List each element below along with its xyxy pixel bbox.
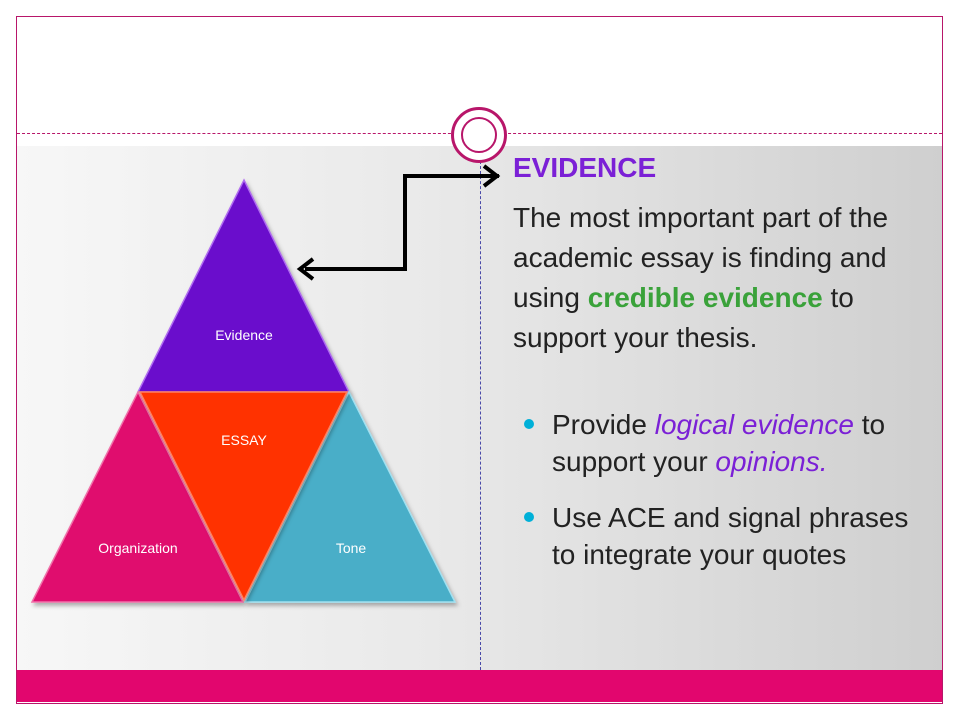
essay-triangle — [138, 391, 349, 602]
organization-triangle — [30, 390, 245, 603]
arrowhead-left-icon — [296, 257, 315, 281]
list-item: Provide logical evidence to support your… — [524, 406, 919, 480]
slide-frame — [16, 16, 943, 704]
arrowhead-right-icon — [482, 164, 501, 188]
bullet-list: Provide logical evidence to support your… — [524, 406, 919, 592]
tone-label: Tone — [336, 540, 367, 556]
footer-bar — [17, 670, 942, 702]
bullet-dot-icon — [524, 512, 534, 522]
ring-ornament-icon — [451, 107, 507, 163]
slide-heading: EVIDENCE — [513, 152, 657, 183]
list-item: Use ACE and signal phrases to integrate … — [524, 499, 919, 573]
bullet-emphasis: opinions. — [715, 446, 828, 477]
bullet-emphasis: logical evidence — [654, 409, 854, 440]
bullet-dot-icon — [524, 419, 534, 429]
bullet-text: Provide — [552, 409, 647, 440]
credible-evidence-highlight: credible evidence — [587, 282, 823, 313]
double-arrow-connector — [305, 174, 499, 271]
body-text-part1: The most important part of the academic … — [513, 202, 889, 313]
column-divider — [480, 146, 481, 670]
body-text-part2: to support your thesis. — [513, 282, 854, 353]
tone-triangle — [243, 390, 457, 603]
organization-label: Organization — [98, 540, 177, 556]
evidence-triangle — [136, 178, 351, 393]
bullet-text: Use ACE and signal phrases to integrate … — [552, 502, 909, 570]
bullet-text: to support your — [552, 409, 886, 477]
evidence-label: Evidence — [215, 327, 273, 343]
essay-label: ESSAY — [221, 432, 267, 448]
body-paragraph: The most important part of the academic … — [513, 198, 913, 358]
